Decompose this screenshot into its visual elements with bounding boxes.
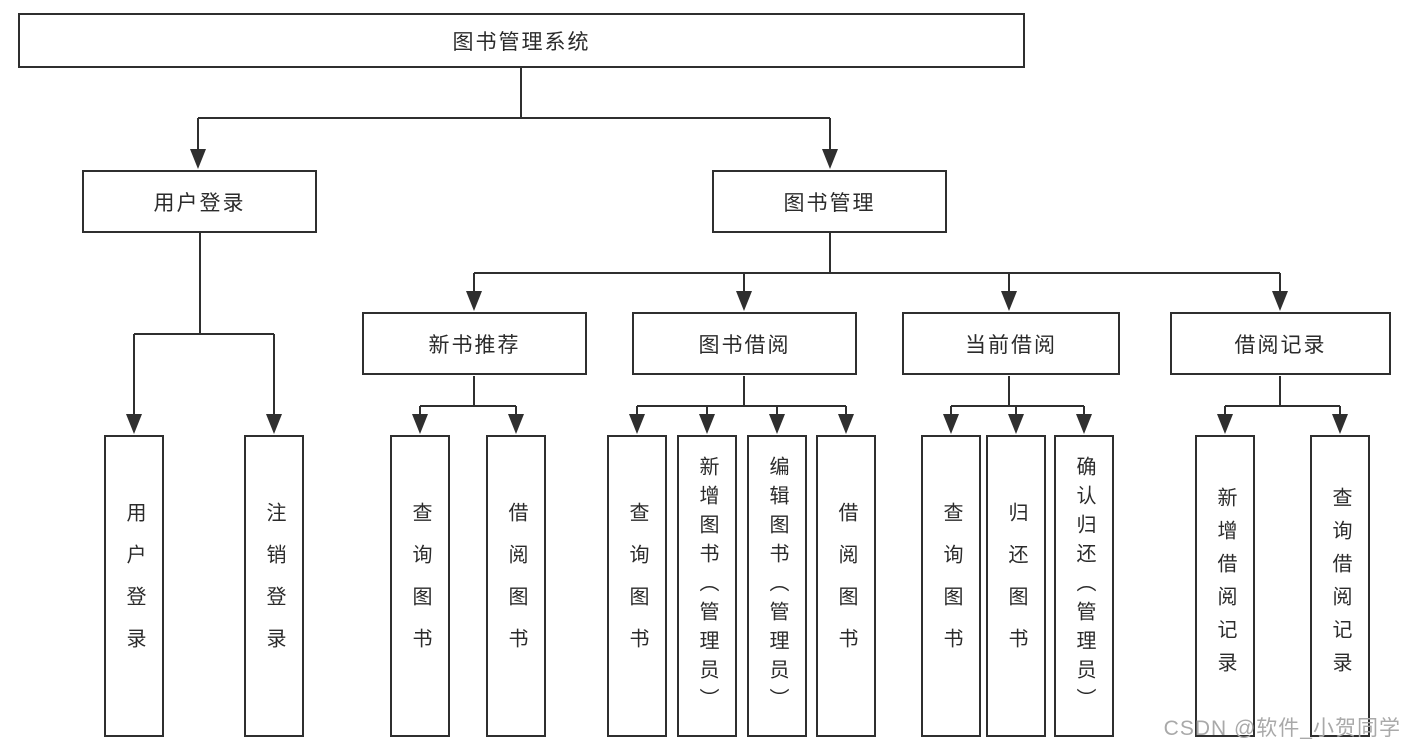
node-user-login: 用户登录 (82, 170, 317, 233)
leaf-confirm-return-admin: 确认归还（管理员） (1054, 435, 1114, 737)
node-root-library-system: 图书管理系统 (18, 13, 1025, 68)
leaf-add-borrow-record: 新增借阅记录 (1195, 435, 1255, 737)
leaf-logout: 注销登录 (244, 435, 304, 737)
node-book-management: 图书管理 (712, 170, 947, 233)
leaf-borrow-book: 借阅图书 (816, 435, 876, 737)
node-borrowing-records: 借阅记录 (1170, 312, 1391, 375)
leaf-query-borrow-record: 查询借阅记录 (1310, 435, 1370, 737)
leaf-edit-book-admin: 编辑图书（管理员） (747, 435, 807, 737)
leaf-borrow-book-recommend: 借阅图书 (486, 435, 546, 737)
leaf-user-login: 用户登录 (104, 435, 164, 737)
leaf-return-book: 归还图书 (986, 435, 1046, 737)
leaf-query-book-recommend: 查询图书 (390, 435, 450, 737)
leaf-query-book-current: 查询图书 (921, 435, 981, 737)
node-new-book-recommend: 新书推荐 (362, 312, 587, 375)
node-book-borrowing: 图书借阅 (632, 312, 857, 375)
leaf-add-book-admin: 新增图书（管理员） (677, 435, 737, 737)
watermark: CSDN @软件_小贺同学 (1163, 717, 1401, 740)
leaf-query-book-borrowing: 查询图书 (607, 435, 667, 737)
node-current-borrowing: 当前借阅 (902, 312, 1120, 375)
